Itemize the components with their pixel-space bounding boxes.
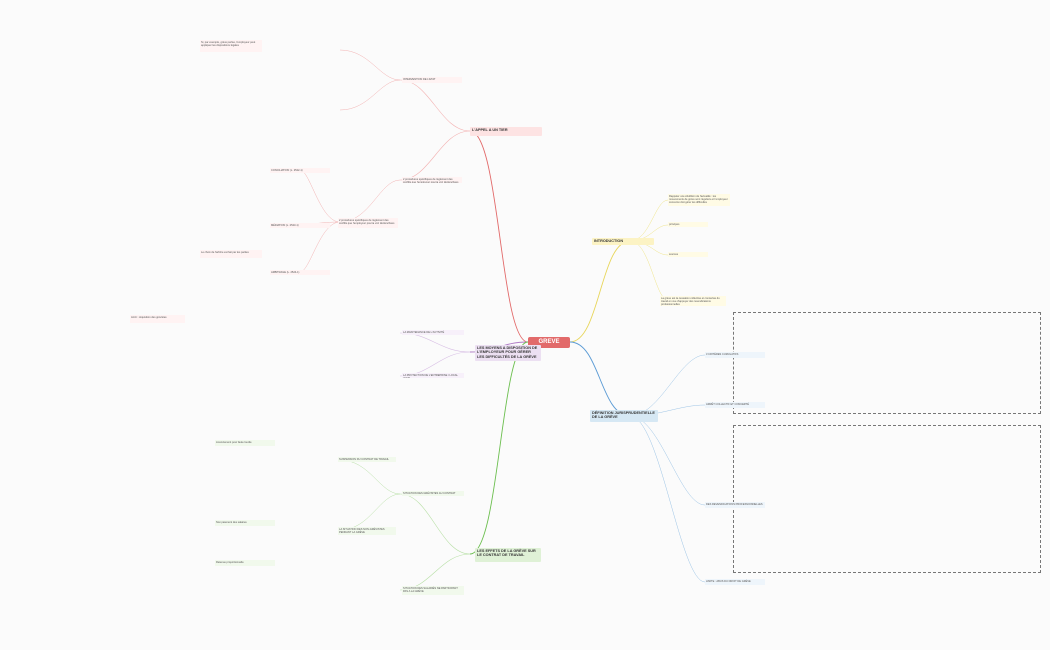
intro-definition: La grève est la cessation collective et … [660, 296, 726, 306]
note-arbitre: Le choix de l'arbitre est fait par les p… [200, 250, 262, 258]
sub-remuneration[interactable]: SUSPENSION DU CONTRAT DE TRAVAIL [338, 457, 396, 462]
sub-limite[interactable]: LIMITE : ABUS DU DROIT DE GRÈVE [705, 579, 765, 585]
sub-conciliation[interactable]: 2 procédures spécifiques de règlement de… [402, 177, 462, 183]
central-topic[interactable]: GREVE [528, 337, 570, 348]
sub-salaires[interactable]: LA SITUATION DES NON-GRÉVISTES PENDANT L… [338, 527, 396, 535]
note-requisition: Arrêt : réquisition des grévistes [130, 315, 185, 323]
sub-revendications[interactable]: DES REVENDICATIONS PROFESSIONNELLES [705, 502, 765, 508]
note-greve-perlee: Si, par exemple, grève perlée, l'employe… [200, 40, 262, 52]
criteria-box-2 [733, 425, 1041, 573]
sub-intervention[interactable]: INTERVENTION DE L'ETAT [402, 77, 462, 83]
branch-moyens[interactable]: LES MOYENS A DISPOSITION DE L'EMPLOYEUR … [475, 345, 541, 361]
intro-sources: sources [668, 252, 708, 257]
branch-effets[interactable]: LES EFFETS DE LA GRÈVE SUR LE CONTRAT DE… [475, 548, 541, 562]
intro-actualite: Rappeler une ébullition de l'actualité :… [668, 194, 730, 206]
branch-appel[interactable]: L'APPEL A UN TIER [470, 127, 542, 136]
intro-principes: principes [668, 222, 708, 227]
criteria-box-1 [733, 312, 1041, 414]
note-retenue: Retenue proportionnelle [215, 560, 275, 566]
sub-caractere[interactable]: 3 CRITÈRES CUMULATIFS [705, 352, 765, 358]
sub-situation-non[interactable]: SITUATION DES SALARIÉS NE PARTICIPANT PA… [402, 586, 464, 595]
sub-protection[interactable]: LA PROTECTION DE L'ENTREPRISE / LOCAL JU… [402, 373, 464, 378]
note-faute-lourde: Licenciement pour faute lourde [215, 440, 275, 446]
sub-situation-grevistes[interactable]: SITUATION DES GRÉVISTES AU CONTRAT [402, 491, 464, 496]
sub-maintenance[interactable]: LA MAINTENANCE DE L'ACTIVITÉ [402, 330, 464, 335]
sub-conciliation-l[interactable]: CONCILIATION (L. 2522-1) [270, 168, 330, 173]
sub-conciliation-detail: 2 procédures spécifiques de règlement de… [338, 218, 398, 228]
sub-mediation[interactable]: MÉDIATION (L. 2523-1) [270, 223, 330, 228]
note-non-paiement: Non paiement des salaires [215, 520, 275, 526]
branch-intro[interactable]: INTRODUCTION [592, 238, 654, 245]
branch-definition[interactable]: DÉFINITION JURISPRUDENTIELLE DE LA GRÈVE [590, 410, 658, 422]
sub-arret[interactable]: ARRÊT COLLECTIF ET CONCERTÉ [705, 402, 765, 408]
sub-arbitrage[interactable]: ARBITRAGE (L. 2524-1) [270, 270, 330, 275]
